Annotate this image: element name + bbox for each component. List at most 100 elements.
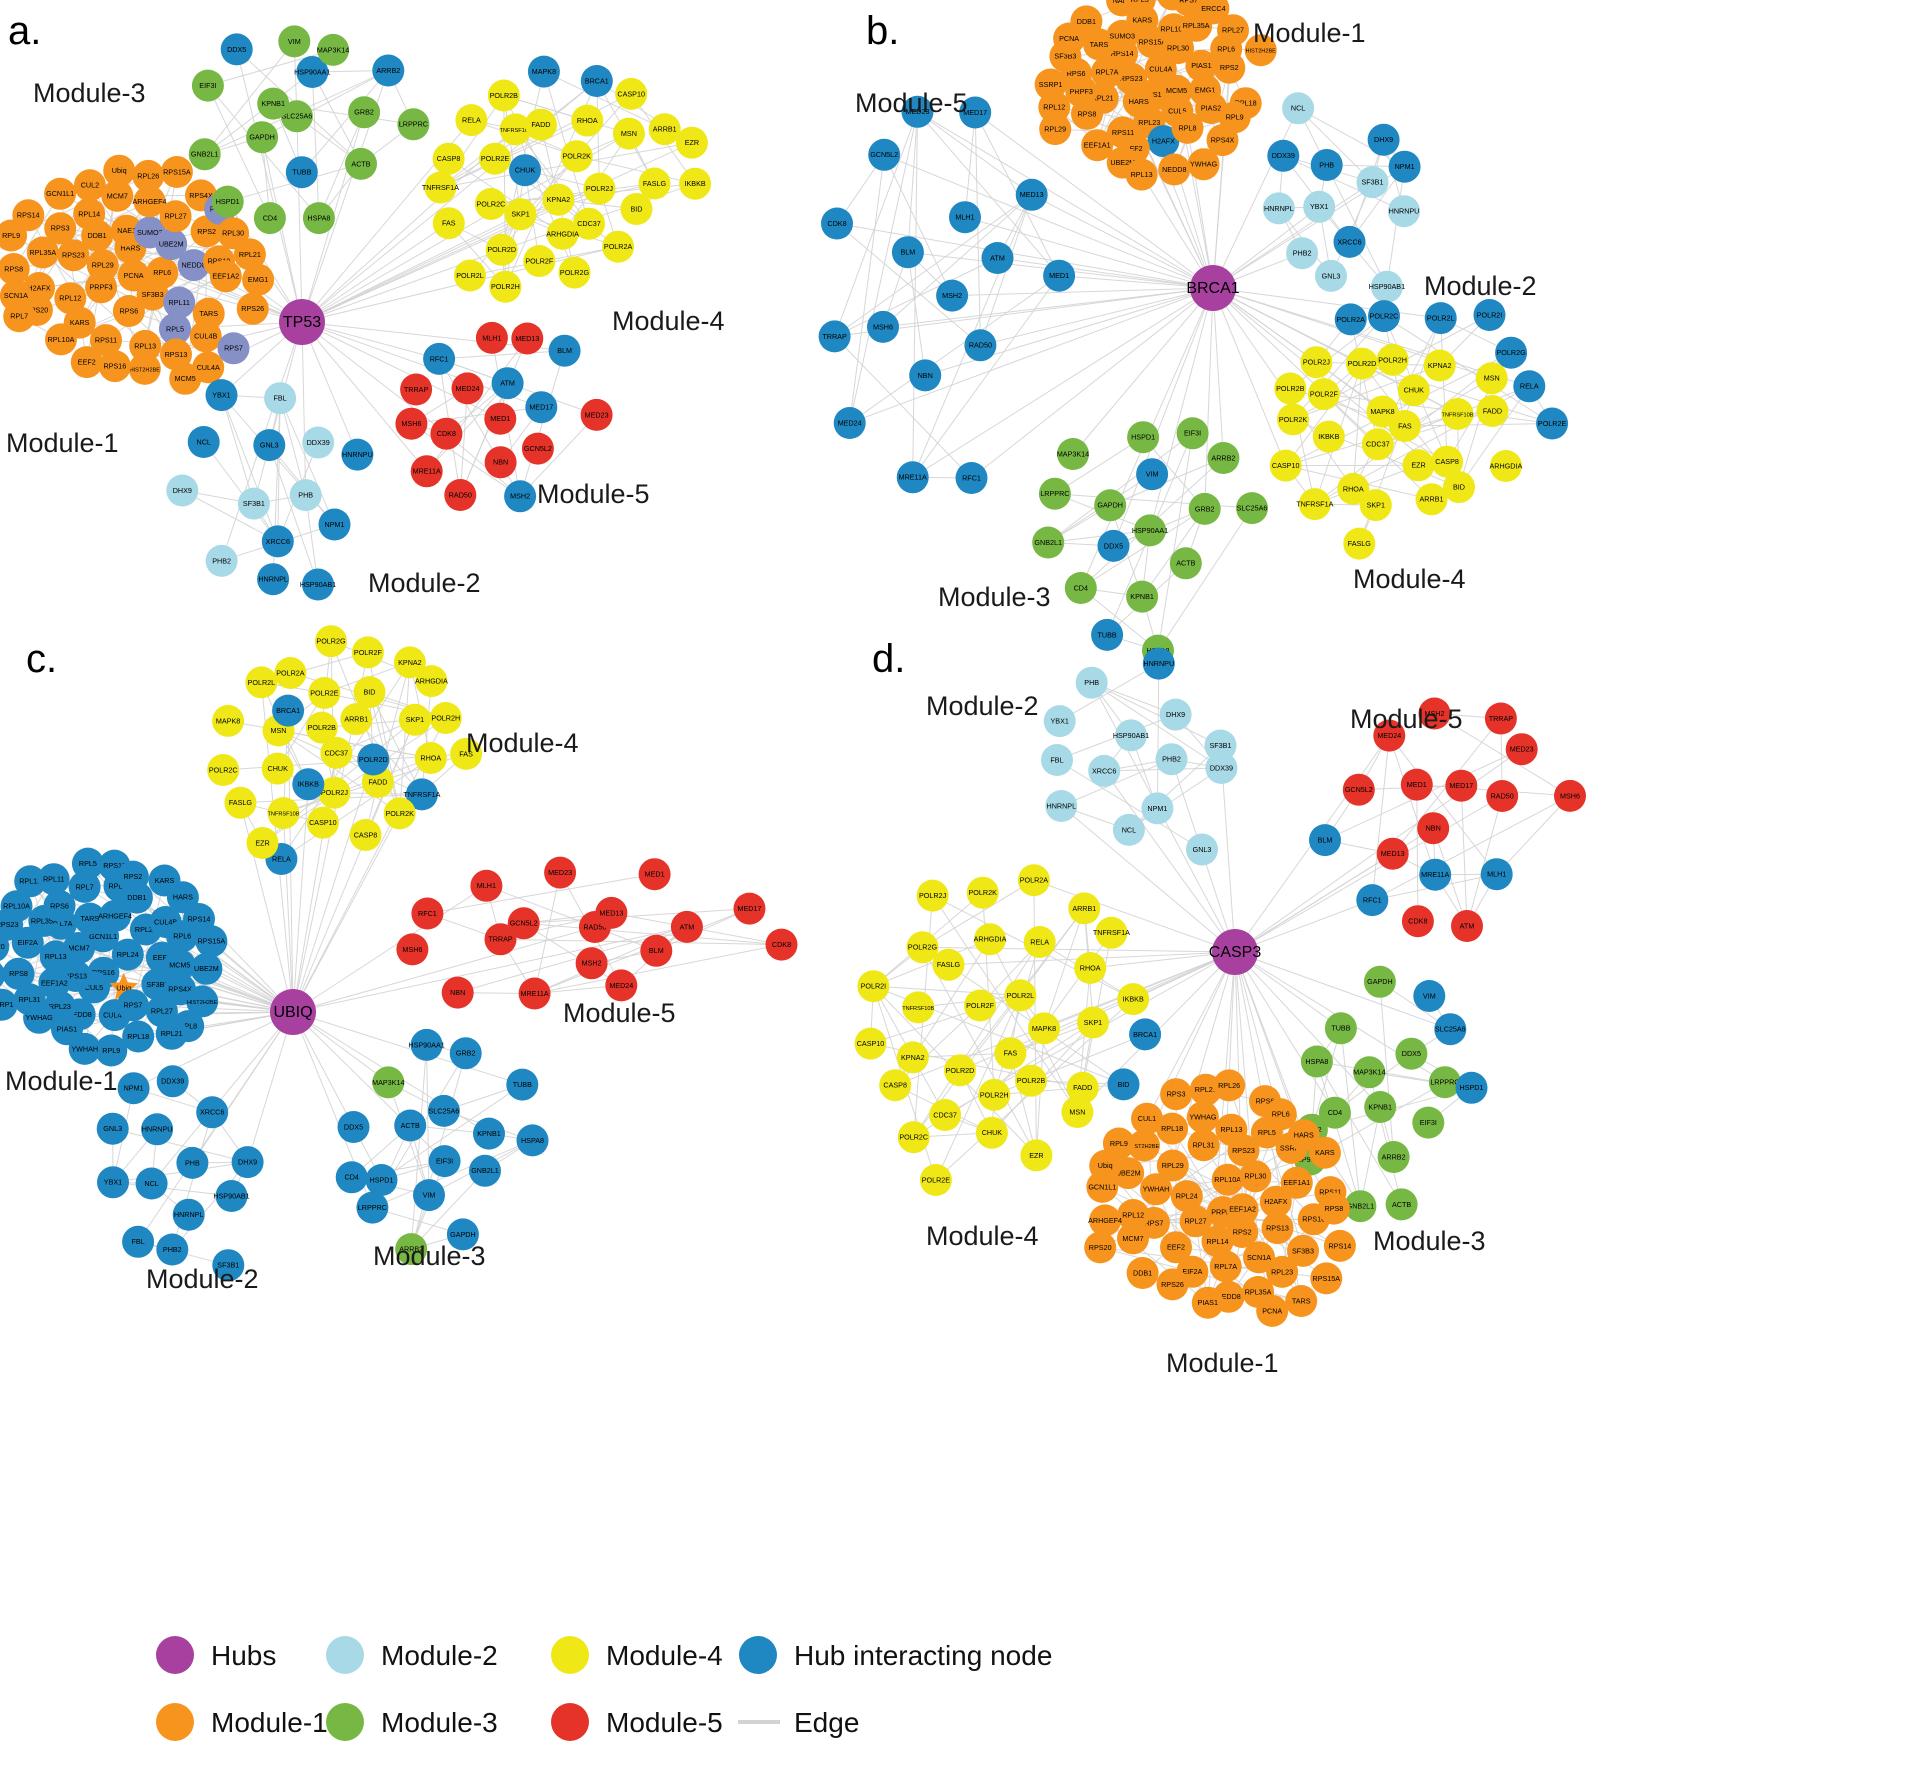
network-node: [97, 1166, 129, 1199]
network-node: [351, 636, 384, 669]
network-node: [196, 1096, 229, 1129]
network-node: [1147, 125, 1180, 158]
network-node: [383, 797, 416, 830]
network-node: [411, 897, 444, 930]
network-node: [398, 703, 431, 736]
edge: [1091, 682, 1221, 746]
network-node: [575, 947, 608, 980]
edge: [1371, 735, 1390, 901]
network-node: [415, 665, 448, 698]
network-node: [1125, 158, 1158, 191]
edge: [410, 1170, 486, 1250]
network-node: [317, 33, 350, 66]
network-node: [1204, 729, 1237, 762]
edge: [523, 908, 750, 924]
network-node: [410, 1028, 443, 1061]
edge: [1283, 155, 1405, 212]
edge: [1388, 735, 1436, 875]
network-node: [186, 985, 219, 1018]
hub-edge: [301, 321, 307, 496]
edge: [994, 1083, 1124, 1096]
network-node: [909, 359, 942, 392]
edge: [523, 922, 622, 986]
network-node: [0, 963, 6, 987]
module-label: Module-2: [368, 568, 481, 598]
edge: [834, 111, 918, 337]
network-node: [949, 201, 981, 234]
network-node: [267, 797, 300, 830]
hub-node: [1190, 265, 1236, 311]
network-node: [215, 1180, 248, 1212]
edge: [503, 95, 522, 215]
edge: [411, 423, 521, 497]
edge: [440, 120, 588, 188]
edge: [873, 985, 1021, 996]
network-node: [1484, 702, 1517, 735]
edge: [503, 95, 559, 200]
network-node: [432, 207, 465, 240]
network-node: [261, 752, 294, 785]
edge: [1054, 493, 1253, 509]
edge: [112, 1181, 232, 1197]
network-node: [308, 677, 341, 709]
network-node: [670, 910, 703, 943]
network-node: [1155, 743, 1188, 776]
edge: [1372, 795, 1571, 901]
network-node: [638, 858, 671, 891]
hub-node: [1212, 929, 1258, 975]
edge: [207, 85, 271, 219]
network-node: [1431, 445, 1464, 478]
network-node: [1445, 769, 1478, 802]
network-node: [1397, 374, 1430, 407]
network-node: [1038, 477, 1071, 510]
module-label: Module-5: [855, 88, 968, 118]
hub-edge: [292, 759, 374, 1013]
network-node: [818, 320, 851, 353]
edge: [426, 1044, 430, 1196]
network-node: [1191, 1286, 1224, 1319]
legend-swatch: [739, 1636, 777, 1674]
hub-edge: [1234, 899, 1373, 953]
module-label: Module-3: [938, 582, 1051, 612]
edge: [410, 1044, 428, 1250]
network-node: [1473, 299, 1506, 331]
network-node: [353, 676, 386, 709]
network-node: [1201, 1225, 1234, 1258]
network-node: [981, 242, 1014, 274]
network-node: [1451, 910, 1483, 942]
hub-edge: [980, 287, 1214, 346]
edge: [204, 71, 313, 155]
panel-a: PCNASF3B3RPS6PRPF3RPL29HARSRPL6RPL13RPS1…: [0, 9, 725, 601]
edge: [917, 111, 1032, 196]
network-node: [289, 479, 322, 512]
network-node: [1256, 1294, 1289, 1327]
hub-edge: [1212, 287, 1224, 459]
network-node: [245, 666, 278, 699]
edge: [596, 80, 600, 189]
edge: [440, 93, 632, 188]
network-node: [1269, 449, 1302, 482]
module-label: Module-3: [33, 78, 146, 108]
network-node: [1310, 1262, 1343, 1295]
edge: [882, 194, 1033, 328]
edge: [279, 398, 307, 496]
network-node: [1317, 1192, 1350, 1225]
hub-edge: [1212, 108, 1299, 289]
hub-edge: [292, 719, 416, 1013]
edge: [907, 111, 918, 253]
hub-edge: [1103, 770, 1236, 953]
hub-edge: [1033, 879, 1236, 953]
network-node: [0, 253, 30, 285]
network-node: [454, 259, 486, 292]
network-node: [341, 438, 374, 471]
network-node: [39, 940, 72, 973]
edge: [278, 730, 423, 795]
network-node: [1217, 14, 1249, 47]
network-node: [441, 976, 474, 1009]
network-node: [110, 214, 143, 247]
edge: [1059, 663, 1160, 722]
network-node: [511, 322, 544, 355]
network-node: [1303, 190, 1336, 223]
network-node: [318, 776, 351, 809]
